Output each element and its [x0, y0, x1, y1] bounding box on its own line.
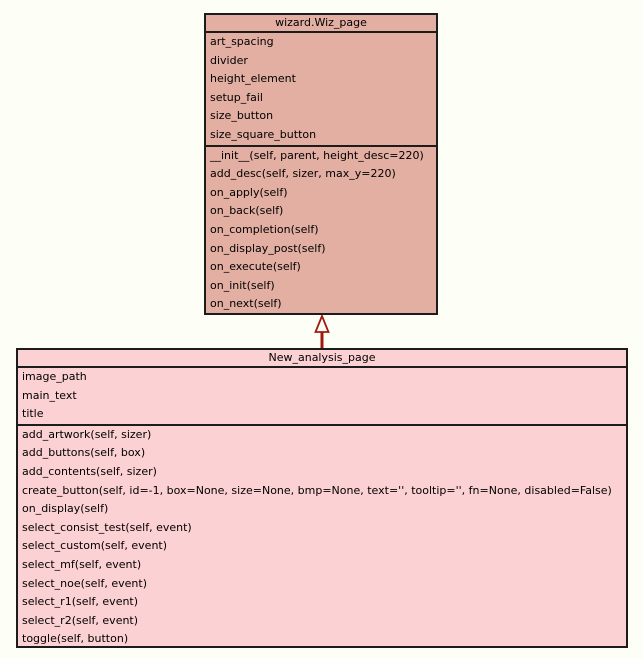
method-row: add_buttons(self, box): [22, 446, 146, 460]
attribute-row: size_square_button: [210, 127, 317, 141]
methods-compartment: add_artwork(self, sizer) add_buttons(self…: [18, 426, 626, 649]
method-row: select_custom(self, event): [22, 539, 168, 553]
attribute-row: art_spacing: [210, 35, 274, 48]
method-row: create_button(self, id=-1, box=None, siz…: [22, 483, 612, 497]
method-row: add_contents(self, sizer): [22, 464, 157, 478]
attribute-row: height_element: [210, 72, 296, 86]
method-row: __init__(self, parent, height_desc=220): [210, 148, 424, 162]
attribute-row: setup_fail: [210, 90, 263, 104]
class-title: New_analysis_page: [18, 350, 626, 368]
method-row: select_mf(self, event): [22, 557, 142, 571]
attribute-row: divider: [210, 53, 248, 67]
method-row: on_next(self): [210, 297, 282, 311]
inheritance-arrow: [314, 315, 330, 348]
method-row: select_r2(self, event): [22, 613, 139, 627]
method-row: select_noe(self, event): [22, 576, 147, 590]
attribute-row: size_button: [210, 109, 274, 123]
method-row: add_desc(self, sizer, max_y=220): [210, 167, 396, 181]
attribute-row: title: [22, 407, 44, 421]
method-row: toggle(self, button): [22, 632, 129, 646]
attribute-row: main_text: [22, 388, 77, 402]
method-row: on_display_post(self): [210, 241, 326, 255]
inheritance-arrowhead-icon: [314, 315, 330, 333]
attribute-row: image_path: [22, 370, 87, 383]
method-row: on_back(self): [210, 204, 284, 218]
methods-compartment: __init__(self, parent, height_desc=220)a…: [206, 147, 436, 314]
method-row: on_display(self): [22, 502, 109, 516]
method-row: on_completion(self): [210, 222, 319, 236]
method-row: on_execute(self): [210, 260, 301, 274]
method-row: select_r1(self, event): [22, 595, 139, 609]
method-row: add_artwork(self, sizer): [22, 427, 152, 441]
method-row: on_init(self): [210, 278, 275, 292]
method-row: on_apply(self): [210, 185, 288, 199]
class-title: wizard.Wiz_page: [206, 15, 436, 33]
method-row: select_consist_test(self, event): [22, 520, 192, 534]
